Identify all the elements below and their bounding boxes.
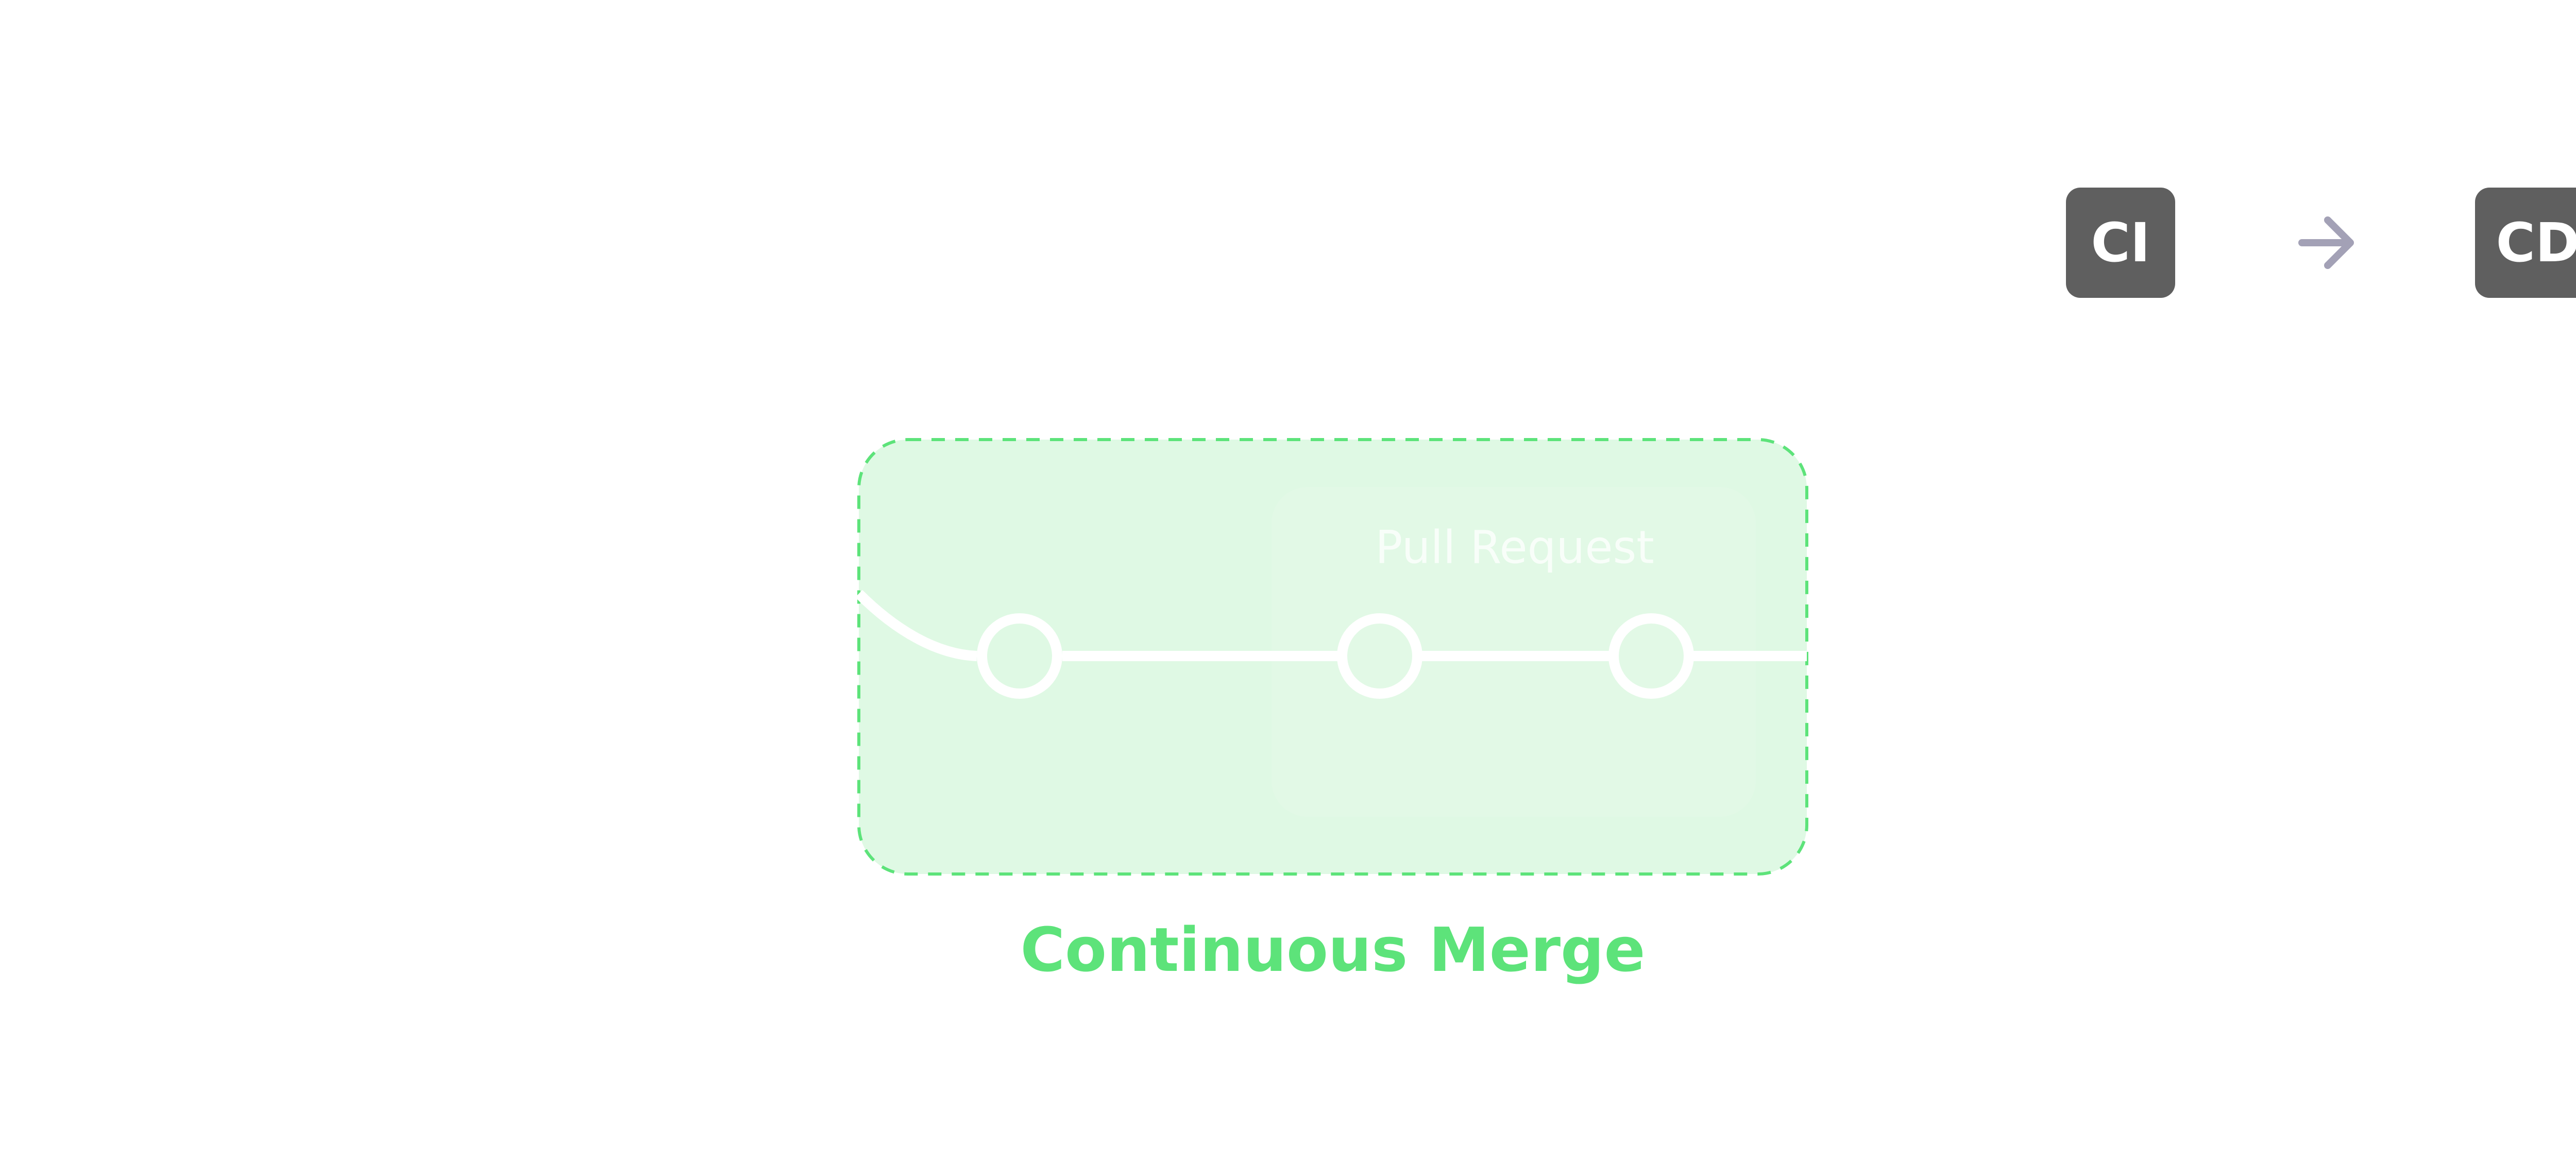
continuous-merge-caption: Continuous Merge: [1020, 914, 1645, 985]
cd-badge: CD: [2475, 188, 2576, 298]
commit-node-icon: [1608, 613, 1694, 699]
cd-badge-label: CD: [2496, 211, 2576, 274]
incoming-branch-line: [855, 590, 977, 661]
ci-badge: CI: [2066, 188, 2175, 298]
commit-node-icon: [977, 613, 1062, 699]
arrow-right-icon: [2298, 216, 2354, 269]
pull-request-label: Pull Request: [1375, 521, 1654, 574]
cd-badge-background: [2475, 188, 2576, 298]
ci-badge-label: CI: [2091, 211, 2150, 274]
merge-zone: Pull Request: [855, 438, 1808, 876]
commit-node-icon: [1337, 613, 1422, 699]
ci-badge-background: [2066, 188, 2175, 298]
